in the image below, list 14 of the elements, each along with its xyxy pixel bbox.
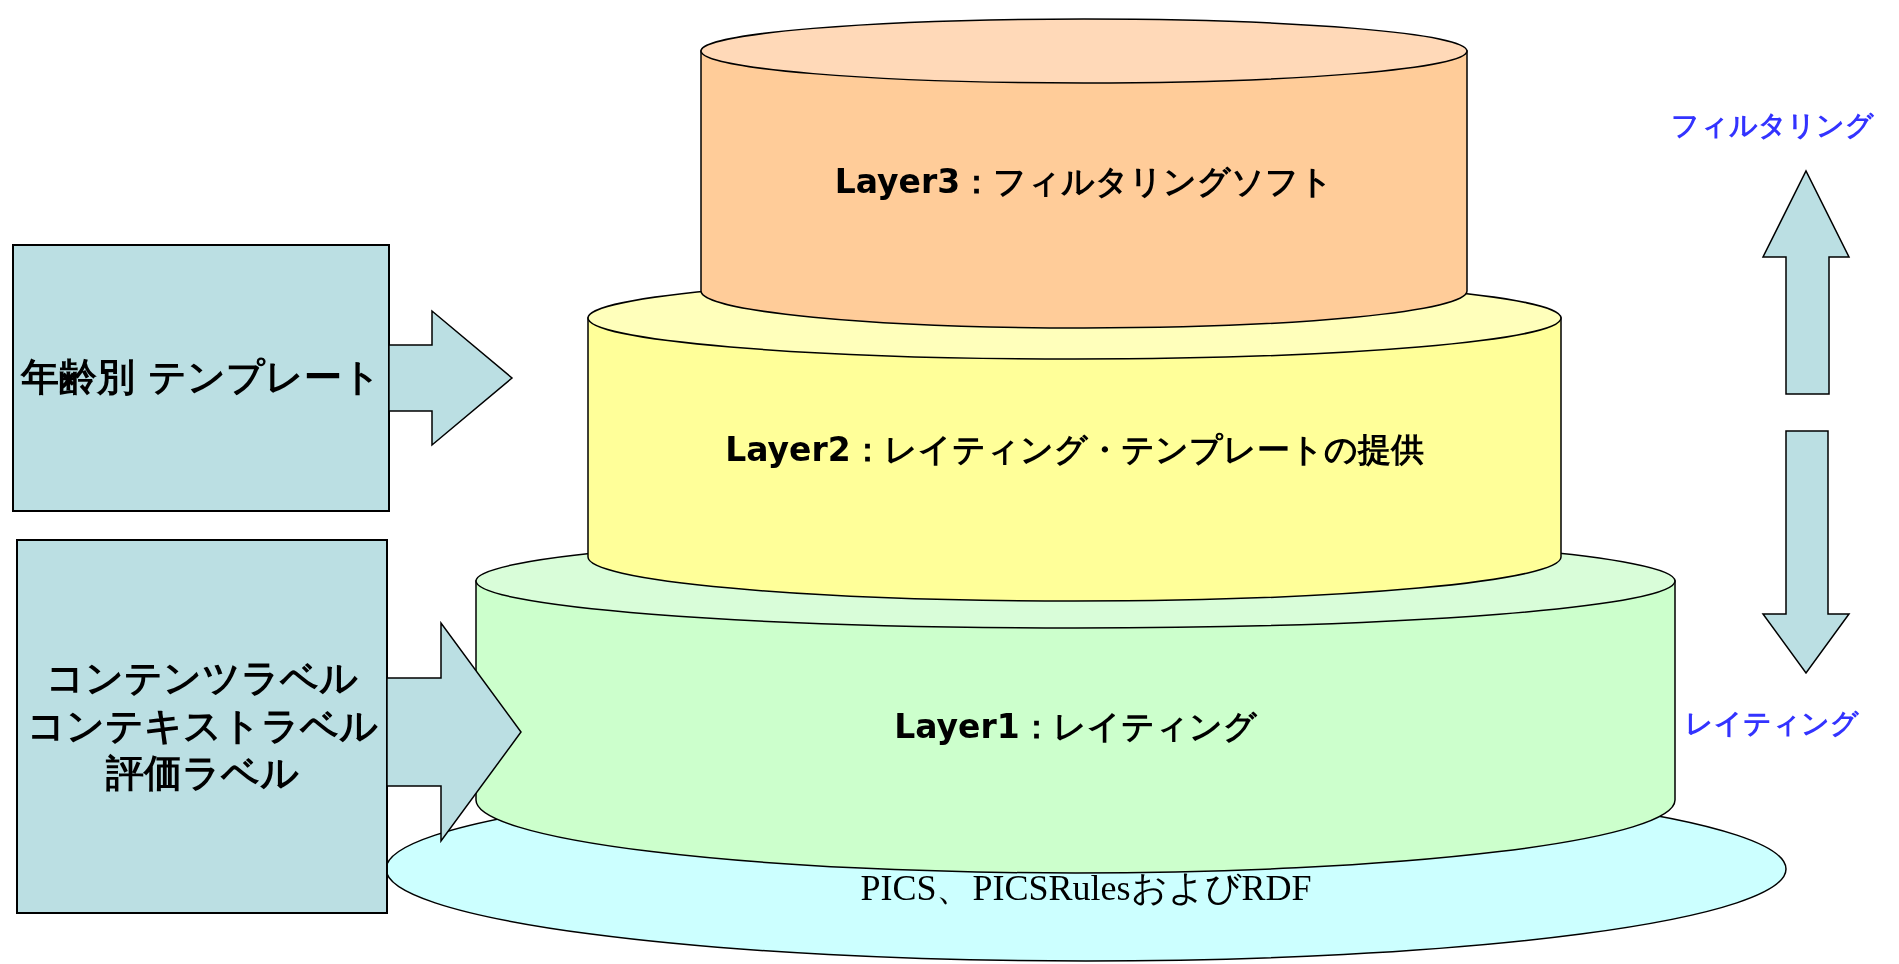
side-label: フィルタリング <box>1670 108 1874 144</box>
layer-text: PICS、PICSRulesおよびRDF <box>860 867 1312 910</box>
layer-text: Layer2：レイティング・テンプレートの提供 <box>725 429 1424 472</box>
block-arrow <box>388 309 514 447</box>
label-box <box>16 539 388 914</box>
box-text: 年齢別 テンプレート <box>20 354 382 402</box>
layer-text: Layer1：レイティング <box>894 706 1257 749</box>
box-text: 評価ラベル <box>105 750 299 798</box>
side-label: レイティング <box>1685 706 1859 742</box>
block-arrow <box>386 620 522 844</box>
box-text: コンテキストラベル <box>26 702 378 750</box>
layer-text: Layer3：フィルタリングソフト <box>834 161 1334 204</box>
box-text: コンテンツラベル <box>46 655 358 703</box>
label-box <box>12 244 390 512</box>
